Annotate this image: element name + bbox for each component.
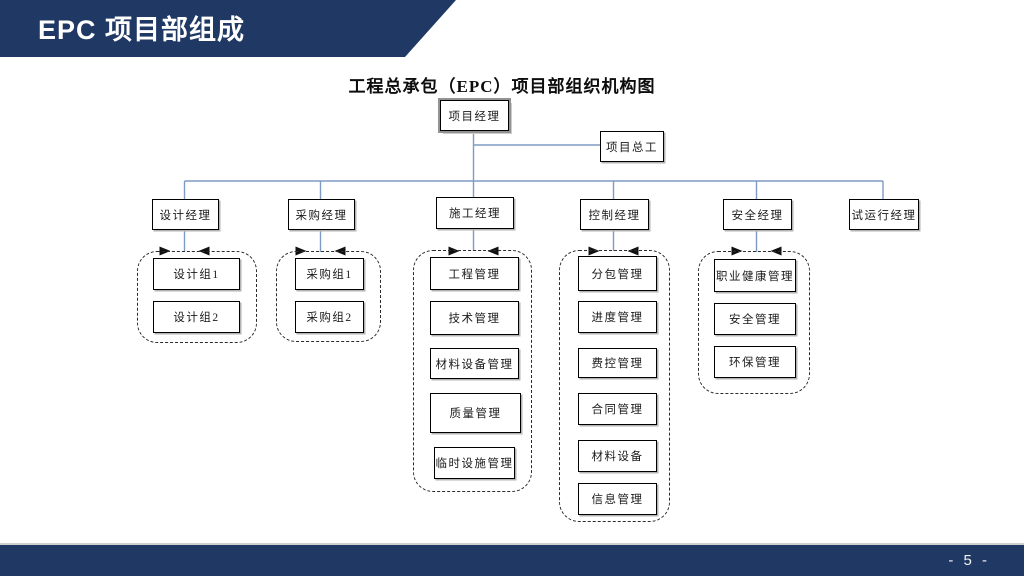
node-material-equip-mgmt: 材料设备管理 bbox=[430, 348, 519, 379]
node-cost-control-mgmt: 费控管理 bbox=[578, 348, 657, 378]
node-construction-manager: 施工经理 bbox=[436, 197, 514, 229]
footer-divider bbox=[0, 543, 1024, 545]
node-schedule-mgmt: 进度管理 bbox=[578, 301, 657, 333]
node-information-mgmt: 信息管理 bbox=[578, 483, 657, 515]
node-project-manager: 项目经理 bbox=[438, 98, 511, 133]
diagram-title: 工程总承包（EPC）项目部组织机构图 bbox=[348, 77, 656, 96]
slide-header-band: EPC 项目部组成 bbox=[0, 0, 456, 57]
node-quality-mgmt: 质量管理 bbox=[430, 393, 521, 433]
node-design-team-1: 设计组1 bbox=[153, 258, 240, 290]
node-procurement-team-2: 采购组2 bbox=[295, 301, 364, 333]
node-subcontract-mgmt: 分包管理 bbox=[578, 256, 657, 291]
node-temp-facilities-mgmt: 临时设施管理 bbox=[434, 447, 515, 479]
node-control-manager: 控制经理 bbox=[580, 199, 649, 230]
node-trial-run-manager: 试运行经理 bbox=[849, 199, 919, 230]
node-design-team-2: 设计组2 bbox=[153, 301, 240, 333]
node-environment-mgmt: 环保管理 bbox=[714, 346, 796, 378]
node-procurement-manager: 采购经理 bbox=[288, 199, 355, 230]
node-occupational-health-mgmt: 职业健康管理 bbox=[714, 259, 796, 292]
node-safety-mgmt: 安全管理 bbox=[714, 303, 796, 335]
design-group-frame bbox=[137, 251, 257, 343]
node-safety-manager: 安全经理 bbox=[723, 199, 792, 230]
safety-group-frame bbox=[698, 251, 810, 394]
node-technical-mgmt: 技术管理 bbox=[430, 301, 519, 335]
node-procurement-team-1: 采购组1 bbox=[295, 258, 364, 290]
node-contract-mgmt: 合同管理 bbox=[578, 393, 657, 425]
node-engineering-mgmt: 工程管理 bbox=[430, 257, 519, 290]
node-design-manager: 设计经理 bbox=[152, 199, 219, 230]
construction-group-frame bbox=[413, 250, 532, 492]
slide-footer-band: - 5 - bbox=[0, 545, 1024, 576]
procurement-group-frame bbox=[276, 251, 381, 342]
node-material-equip: 材料设备 bbox=[578, 440, 657, 472]
node-chief-engineer: 项目总工 bbox=[600, 131, 664, 162]
control-group-frame bbox=[559, 250, 670, 522]
slide-title: EPC 项目部组成 bbox=[38, 15, 246, 45]
page-number: - 5 - bbox=[948, 552, 990, 569]
